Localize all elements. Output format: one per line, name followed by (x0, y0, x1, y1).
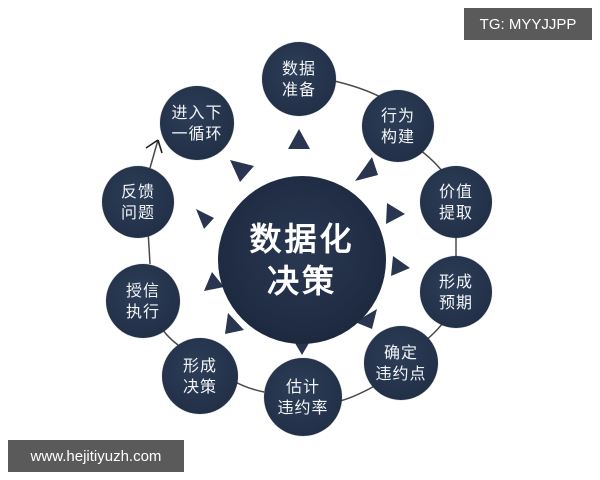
node-label: 构建 (380, 127, 415, 146)
node-label: 一循环 (171, 124, 223, 143)
node-label: 估计 (285, 377, 320, 396)
node-label: 形成 (438, 272, 473, 291)
node-behavior-build: 行为 构建 (362, 90, 434, 162)
node-data-prep: 数据 准备 (262, 42, 336, 116)
node-label: 价值 (438, 182, 473, 201)
node-default-point: 确定 违约点 (364, 326, 438, 400)
node-label: 预期 (438, 293, 473, 312)
arrow-triangles (196, 129, 410, 355)
node-label: 违约率 (277, 398, 329, 417)
watermark-bottom-left: www.hejitiyuzh.com (8, 440, 184, 472)
node-label: 形成 (182, 356, 217, 375)
center-node: 数据化 决策 (218, 176, 386, 344)
center-label-line1: 数据化 (249, 220, 355, 258)
node-default-rate: 估计 违约率 (264, 358, 342, 436)
node-label: 准备 (281, 80, 316, 99)
node-label: 行为 (380, 106, 415, 125)
node-value-extract: 价值 提取 (420, 166, 492, 238)
node-credit-execution: 授信 执行 (106, 264, 180, 338)
node-label: 授信 (125, 281, 160, 300)
node-label: 进入下 (171, 103, 223, 122)
node-label: 决策 (182, 377, 217, 396)
node-label: 问题 (120, 203, 155, 222)
node-label: 提取 (438, 203, 473, 222)
node-next-cycle: 进入下 一循环 (160, 86, 234, 160)
watermark-top-right: TG: MYYJJPP (464, 8, 592, 40)
node-label: 反馈 (120, 182, 155, 201)
node-label: 确定 (383, 343, 418, 362)
node-label: 数据 (281, 59, 316, 78)
center-label-line2: 决策 (266, 262, 337, 300)
node-form-decision: 形成 决策 (162, 338, 238, 414)
node-form-expectation: 形成 预期 (420, 256, 492, 328)
node-label: 违约点 (375, 364, 427, 383)
node-label: 执行 (125, 302, 160, 321)
node-feedback: 反馈 问题 (102, 166, 174, 238)
